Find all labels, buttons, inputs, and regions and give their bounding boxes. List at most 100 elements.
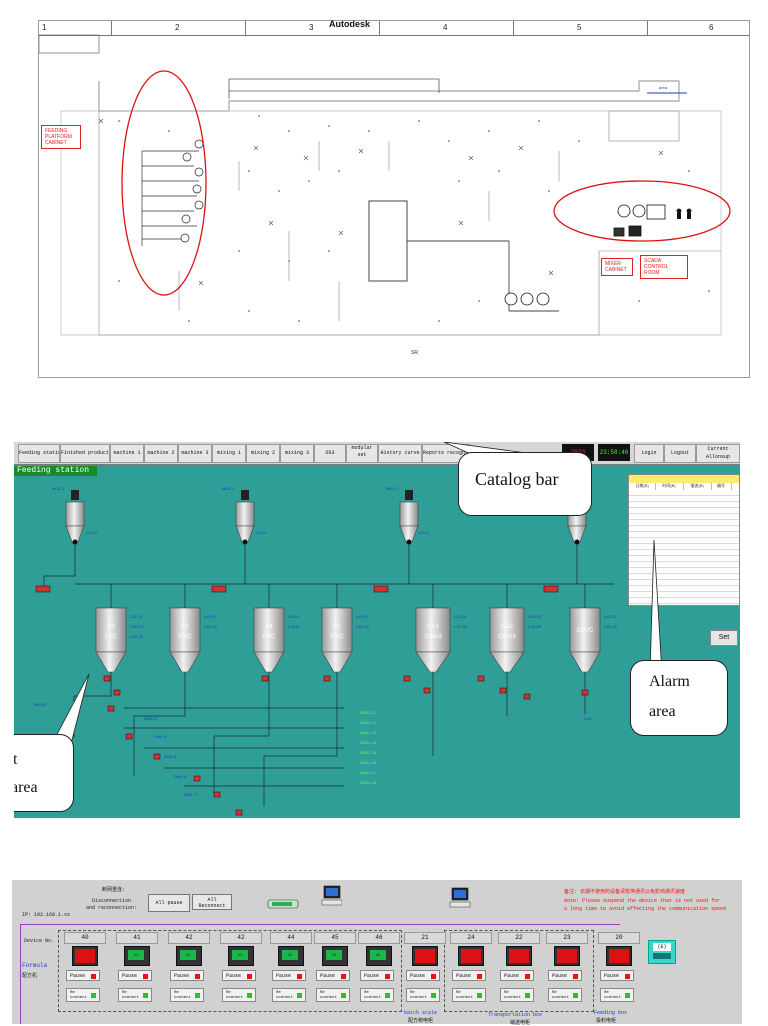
tab-mixing-3[interactable]: mixing 3: [280, 444, 314, 463]
cad-col: 5: [513, 21, 648, 35]
tab-modular-set[interactable]: modular set: [346, 444, 378, 463]
device-screen-text: 42: [180, 950, 196, 960]
svg-text:LS2-15: LS2-15: [130, 634, 144, 639]
tab-history-curve[interactable]: History curve: [378, 444, 422, 463]
device-number: 22: [498, 932, 540, 944]
alarm-rows: [629, 490, 739, 605]
tab-mixing-2[interactable]: mixing 2: [246, 444, 280, 463]
svg-text:LS2-6: LS2-6: [288, 624, 299, 629]
tab-feeding-station[interactable]: Feeding station: [18, 444, 60, 463]
logout-button[interactable]: Logout: [664, 444, 696, 463]
device-status-screen: [506, 946, 532, 966]
transport-group: [444, 930, 594, 1012]
reconnect-label: Re: [604, 991, 609, 995]
wireless-led: [653, 953, 671, 959]
tab-reports[interactable]: Reports recognition: [422, 444, 470, 463]
tab-finished-product[interactable]: Finished product: [60, 444, 110, 463]
reconnect-label: Re: [320, 991, 325, 995]
formula-label-cn: 配方机: [22, 973, 38, 979]
pause-button[interactable]: Pause: [272, 970, 306, 981]
device-number: 42: [220, 932, 262, 944]
reconnect-label: connect: [122, 996, 139, 1000]
cad-bottom-label: SR: [411, 350, 418, 356]
svg-text:LS2-14: LS2-14: [130, 624, 144, 629]
pause-button[interactable]: Pause: [170, 970, 204, 981]
cad-drawing: 1 2 3 4 5 6 Autodesk area: [38, 19, 750, 378]
pause-button[interactable]: Pause: [548, 970, 582, 981]
tab-mixing-1[interactable]: mixing 1: [212, 444, 246, 463]
pause-button[interactable]: Pause: [66, 970, 100, 981]
pause-button[interactable]: Pause: [452, 970, 486, 981]
disconnect-label: and reconnection:: [86, 905, 138, 911]
left-area-callout: t area: [14, 734, 74, 812]
svg-text:LS1-3: LS1-3: [86, 530, 97, 535]
pause-button[interactable]: Pause: [118, 970, 152, 981]
hopper-name: CA2: [501, 624, 513, 630]
svg-text:DW1-4: DW1-4: [154, 734, 167, 739]
pause-label: Pause: [604, 973, 620, 979]
login-button[interactable]: Login: [634, 444, 664, 463]
pause-button[interactable]: Pause: [360, 970, 394, 981]
tab-machine-2[interactable]: machine 2: [144, 444, 178, 463]
batch-scale-label: batch scale: [404, 1010, 438, 1016]
cad-col: 6: [647, 21, 749, 35]
reconnect-label: connect: [276, 996, 293, 1000]
ip-label: IP: 192.168.1.xx: [22, 912, 71, 918]
tab-machine-3[interactable]: machine 3: [178, 444, 212, 463]
device-status-screen: [412, 946, 438, 966]
pause-button[interactable]: Pause: [600, 970, 634, 981]
svg-text:DW1-5: DW1-5: [164, 754, 177, 759]
svg-text:LS2-27: LS2-27: [604, 614, 618, 619]
transport-box-label-cn: 输送电柜: [510, 1020, 531, 1026]
pause-label: Pause: [552, 973, 568, 979]
pause-button[interactable]: Pause: [500, 970, 534, 981]
svg-text:LS2-11: LS2-11: [130, 614, 143, 619]
feeding-box-label-cn: 投料电柜: [596, 1018, 617, 1024]
reconnect-label: Re: [504, 991, 509, 995]
set-button[interactable]: Set: [710, 630, 738, 646]
pc-icon: [449, 887, 471, 908]
tab-machine-1[interactable]: machine 1: [110, 444, 144, 463]
device-no-label: Device No.: [24, 938, 55, 944]
reconnect-label: connect: [320, 996, 337, 1000]
hopper-name: P2: [181, 624, 189, 630]
hopper-name: P1: [333, 624, 341, 630]
device-status-screen: 45: [322, 946, 348, 966]
alarm-table: 日期(B) 时间(B) 描述(B) 编号: [628, 474, 740, 606]
all-pause-button[interactable]: All pause: [148, 894, 190, 912]
device-number: 40: [64, 932, 106, 944]
pause-button[interactable]: Pause: [316, 970, 350, 981]
current-user-label: Current: [707, 446, 729, 452]
tab-os3[interactable]: OS3: [314, 444, 346, 463]
note-feeding-platform: FEEDING PLATFORM CABINET: [41, 125, 81, 149]
highlight-ellipse-right: [553, 180, 731, 242]
reconnect-label: Re: [276, 991, 281, 995]
cad-col-label: 3: [309, 23, 314, 32]
all-reconnect-button[interactable]: All Reconnect: [192, 894, 232, 910]
pause-button[interactable]: Pause: [222, 970, 256, 981]
reconnect-label: connect: [552, 996, 569, 1000]
pause-label: Pause: [364, 973, 380, 979]
cad-col: 4: [379, 21, 514, 35]
alarm-column-header: 描述(B): [683, 483, 712, 490]
pause-button[interactable]: Pause: [406, 970, 440, 981]
pause-label: Pause: [276, 973, 292, 979]
svg-text:DW1-6: DW1-6: [174, 774, 187, 779]
svg-text:LS2-9: LS2-9: [204, 614, 215, 619]
reconnect-label: Re: [70, 991, 75, 995]
